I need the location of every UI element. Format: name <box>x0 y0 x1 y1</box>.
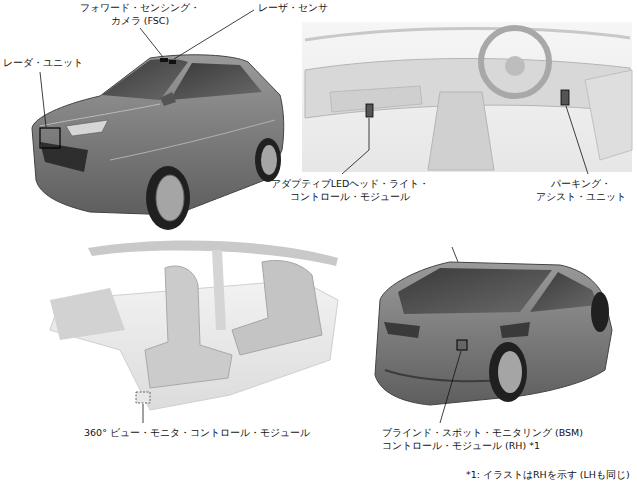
leader-line <box>566 106 588 174</box>
windshield-frame <box>305 28 630 40</box>
front-wheel <box>591 292 609 332</box>
steering-hub <box>505 56 525 76</box>
headlight <box>66 120 108 136</box>
leader-line <box>143 404 144 423</box>
side-window <box>170 63 262 100</box>
rear-wheel <box>489 342 527 402</box>
rear-window <box>398 268 552 314</box>
pillar <box>212 250 226 330</box>
side-line <box>110 120 275 160</box>
leader-lines <box>40 10 588 423</box>
rear-car <box>375 247 612 405</box>
part-label: フォワード・センシング・ カメラ (FSC) <box>76 1 204 27</box>
glovebox <box>330 86 422 112</box>
monitor-module-mark <box>136 392 150 403</box>
leader-line <box>174 10 254 59</box>
parking-unit-mark <box>561 90 569 105</box>
door-panel <box>585 70 632 160</box>
laser-mark <box>169 60 176 64</box>
radar-unit-box <box>40 128 60 148</box>
bsm-module-mark <box>457 340 467 350</box>
led-module-mark <box>366 104 373 117</box>
front-wheel <box>146 166 190 230</box>
side-window <box>530 272 598 312</box>
taillight <box>500 322 530 338</box>
leader-line <box>140 28 163 57</box>
leader-line <box>342 118 369 174</box>
part-label: ブラインド・スポット・モニタリング (BSM) コントロール・モジュール (RH… <box>382 426 600 452</box>
steering-wheel <box>481 28 549 96</box>
rear-wheel <box>255 138 281 182</box>
rear-rim <box>261 145 277 175</box>
mirror <box>160 92 176 106</box>
leader-line <box>440 351 461 423</box>
part-label: レーダ・ユニット <box>3 56 93 69</box>
part-label: 360° ビュー・モニタ・コントロール・モジュール <box>84 426 310 439</box>
interior-view <box>50 241 338 410</box>
cabin-ground <box>302 22 632 172</box>
grille <box>40 142 88 172</box>
camera-mark <box>160 58 168 62</box>
part-label: パーキング・ アシスト・ユニット <box>534 177 628 203</box>
center-console <box>428 92 494 170</box>
antenna <box>452 247 458 262</box>
car-body <box>375 262 612 405</box>
front-car <box>32 55 284 230</box>
rear-seat <box>232 261 322 355</box>
dash-side <box>50 288 125 340</box>
leader-line <box>40 72 46 127</box>
footnote: *1: イラストはRHを示す (LHも同じ) <box>466 468 630 481</box>
part-label: アダプティブLEDヘッド・ライト・ コントロール・モジュール <box>266 177 434 203</box>
front-rim <box>156 175 184 221</box>
rear-rim <box>498 351 522 393</box>
part-label: レーザ・センサ <box>258 1 348 14</box>
dashboard-view <box>302 22 632 172</box>
taillight <box>384 322 420 338</box>
